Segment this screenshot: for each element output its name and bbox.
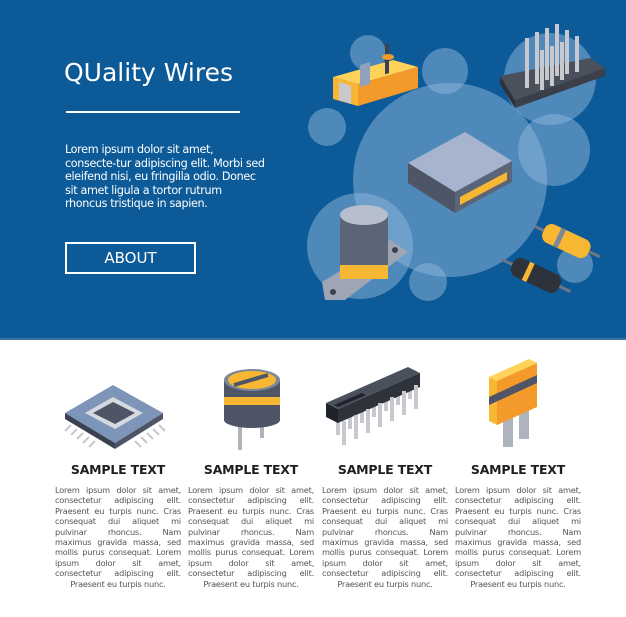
- components-illustration: [307, 24, 605, 301]
- feature-heading: SAMPLE TEXT: [203, 462, 299, 477]
- fuse-icon: [455, 355, 581, 460]
- feature-heading: SAMPLE TEXT: [337, 462, 433, 477]
- feature-column: SAMPLE TEXT Lorem ipsum dolor sit amet, …: [455, 355, 581, 589]
- connector-socket-icon: [408, 132, 512, 213]
- feature-column: SAMPLE TEXT Lorem ipsum dolor sit amet, …: [55, 355, 181, 589]
- about-button[interactable]: ABOUT: [65, 242, 196, 274]
- smd-resistor-icon: [333, 43, 418, 106]
- feature-body: Lorem ipsum dolor sit amet, consectetur …: [55, 485, 181, 589]
- feature-heading: SAMPLE TEXT: [470, 462, 566, 477]
- diode-icon: [500, 258, 571, 293]
- title-divider: [66, 111, 240, 113]
- feature-body: Lorem ipsum dolor sit amet, consectetur …: [455, 485, 581, 589]
- microchip-icon: [55, 355, 181, 460]
- feature-heading: SAMPLE TEXT: [70, 462, 166, 477]
- feature-body: Lorem ipsum dolor sit amet, consectetur …: [322, 485, 448, 589]
- hero-description: Lorem ipsum dolor sit amet, consecte-tur…: [65, 143, 265, 210]
- hero-banner: QUality Wires Lorem ipsum dolor sit amet…: [0, 0, 626, 340]
- feature-column: SAMPLE TEXT Lorem ipsum dolor sit amet, …: [322, 355, 448, 589]
- page-title: QUality Wires: [64, 58, 233, 87]
- resistor-icon: [533, 224, 601, 259]
- feature-body: Lorem ipsum dolor sit amet, consectetur …: [188, 485, 314, 589]
- dip-ic-icon: [322, 355, 448, 460]
- pin-header-icon: [500, 24, 605, 108]
- trimmer-potentiometer-icon: [188, 355, 314, 460]
- feature-column: SAMPLE TEXT Lorem ipsum dolor sit amet, …: [188, 355, 314, 589]
- electrolytic-capacitor-icon: [322, 205, 408, 300]
